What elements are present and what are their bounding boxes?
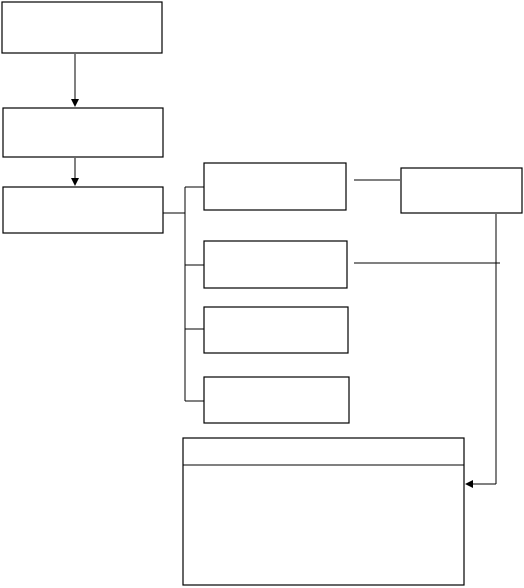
arrowhead-rail-bottom <box>465 480 473 488</box>
branch-box-2 <box>203 240 348 289</box>
flow-box-3 <box>2 186 164 234</box>
branch-box-3 <box>203 306 349 354</box>
flow-box-2 <box>2 107 164 158</box>
flow-box-1 <box>1 1 163 54</box>
bottom-box <box>182 437 465 586</box>
branch-box-4 <box>203 376 350 424</box>
side-box <box>400 167 523 214</box>
arrowhead-2-3 <box>71 178 79 186</box>
branch-box-1 <box>203 162 347 211</box>
arrowhead-1-2 <box>71 99 79 107</box>
